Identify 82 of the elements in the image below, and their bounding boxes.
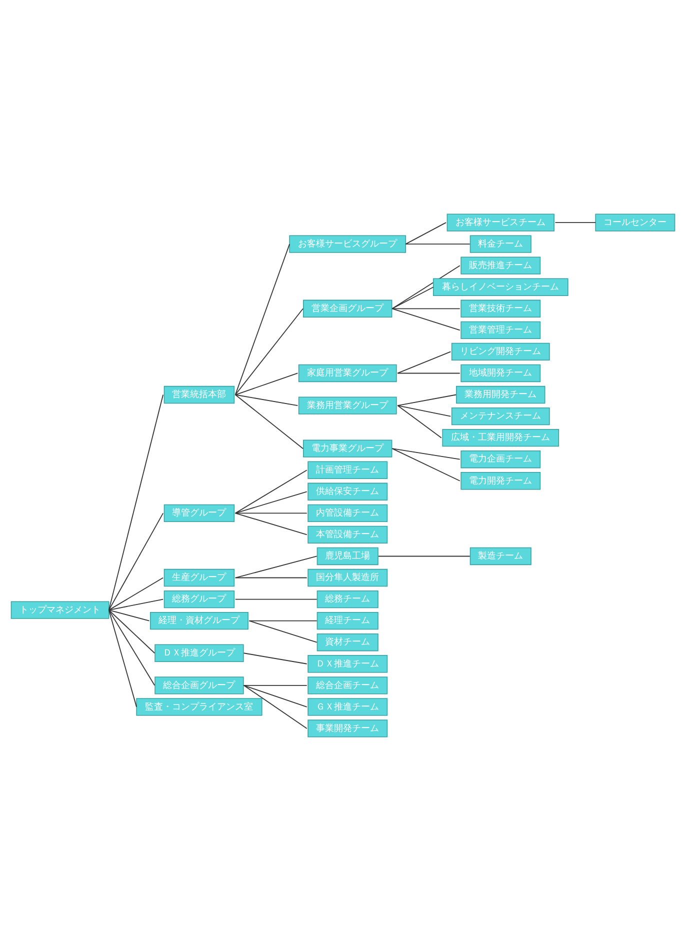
- connector: [397, 404, 442, 438]
- node-box: 監査・コンプライアンス室: [136, 698, 262, 716]
- connector: [405, 243, 470, 244]
- connector: [108, 609, 156, 686]
- node-box: 内管設備チーム: [308, 504, 388, 522]
- node-box: 業務用営業グループ: [298, 396, 397, 414]
- connector: [234, 394, 304, 449]
- node-box: コールセンター: [595, 213, 676, 231]
- connector: [108, 598, 164, 610]
- node-box: 事業開発チーム: [308, 719, 388, 737]
- node-box: 製造チーム: [470, 546, 532, 565]
- node-box: 総務グループ: [164, 590, 235, 608]
- node-box: 営業企画グループ: [303, 299, 392, 317]
- connector: [397, 372, 460, 374]
- connector: [392, 286, 434, 309]
- node-box: 導管グループ: [164, 504, 235, 522]
- connector: [234, 394, 298, 406]
- connector: [234, 243, 290, 395]
- node-box: メンテナンスチーム: [451, 406, 550, 425]
- node-box: 営業技術チーム: [460, 299, 541, 317]
- node-box: お客様サービスグループ: [289, 234, 406, 252]
- connector: [243, 684, 308, 728]
- connector: [248, 620, 318, 642]
- node-box: 本管設備チーム: [308, 525, 388, 544]
- node-box: 電力開発チーム: [460, 472, 541, 490]
- node-box: お客様サービスチーム: [446, 213, 554, 231]
- node-box: 生産グループ: [164, 568, 235, 586]
- node-box: 国分隼人製造所: [308, 568, 388, 586]
- connector: [108, 609, 138, 707]
- connector: [397, 350, 452, 374]
- node-box: 営業管理チーム: [460, 320, 541, 339]
- node-box: 家庭用営業グループ: [298, 364, 397, 382]
- node-box: 資材チーム: [316, 633, 378, 651]
- node-box: 総合企画グループ: [154, 676, 244, 694]
- node-box: 営業統括本部: [164, 385, 235, 404]
- connector: [234, 555, 318, 578]
- node-box: ＤＸ推進グループ: [154, 644, 244, 662]
- node-box: 鹿児島工場: [316, 546, 378, 565]
- connector: [392, 308, 460, 309]
- node-box: 経理・資材グループ: [150, 611, 248, 630]
- node-box: 業務用開発チーム: [456, 385, 546, 404]
- node-box: 計画管理チーム: [308, 460, 388, 478]
- connector: [243, 684, 308, 707]
- connector: [243, 684, 308, 686]
- node-box: リビング開発チーム: [451, 342, 550, 360]
- connector: [397, 394, 456, 406]
- node-box: ＧＸ推進チーム: [308, 698, 388, 716]
- connector: [234, 576, 308, 578]
- connector: [108, 576, 164, 610]
- connector: [234, 512, 308, 535]
- connector: [392, 264, 460, 309]
- connector: [392, 448, 460, 460]
- connector: [108, 512, 164, 610]
- node-box: 総合企画チーム: [308, 676, 388, 694]
- node-box: トップマネジメント: [10, 600, 110, 618]
- connector: [392, 448, 460, 481]
- connector: [234, 372, 298, 395]
- node-box: 経理チーム: [316, 611, 378, 630]
- connector: [234, 469, 308, 514]
- node-box: 暮らしイノベーションチーム: [432, 278, 568, 296]
- node-box: 電力企画チーム: [460, 450, 541, 468]
- node-box: 総務チーム: [316, 590, 378, 608]
- connector: [405, 222, 446, 244]
- node-box: 料金チーム: [470, 234, 532, 252]
- connector: [234, 308, 304, 395]
- connector: [397, 404, 452, 416]
- connector: [234, 512, 308, 514]
- node-box: ＤＸ推進チーム: [308, 654, 388, 672]
- node-box: 供給保安チーム: [308, 482, 388, 500]
- node-box: 販売推進チーム: [460, 256, 541, 274]
- connector: [243, 652, 308, 664]
- node-box: 広域・工業用開発チーム: [442, 428, 560, 446]
- connector: [234, 598, 318, 600]
- connector: [234, 490, 308, 514]
- connector: [378, 555, 470, 556]
- node-box: 電力事業グループ: [303, 439, 392, 457]
- connector: [108, 609, 150, 621]
- connector: [108, 609, 156, 654]
- connector: [248, 620, 318, 621]
- connector: [392, 308, 460, 330]
- connector: [108, 394, 164, 610]
- node-box: 地域開発チーム: [460, 364, 541, 382]
